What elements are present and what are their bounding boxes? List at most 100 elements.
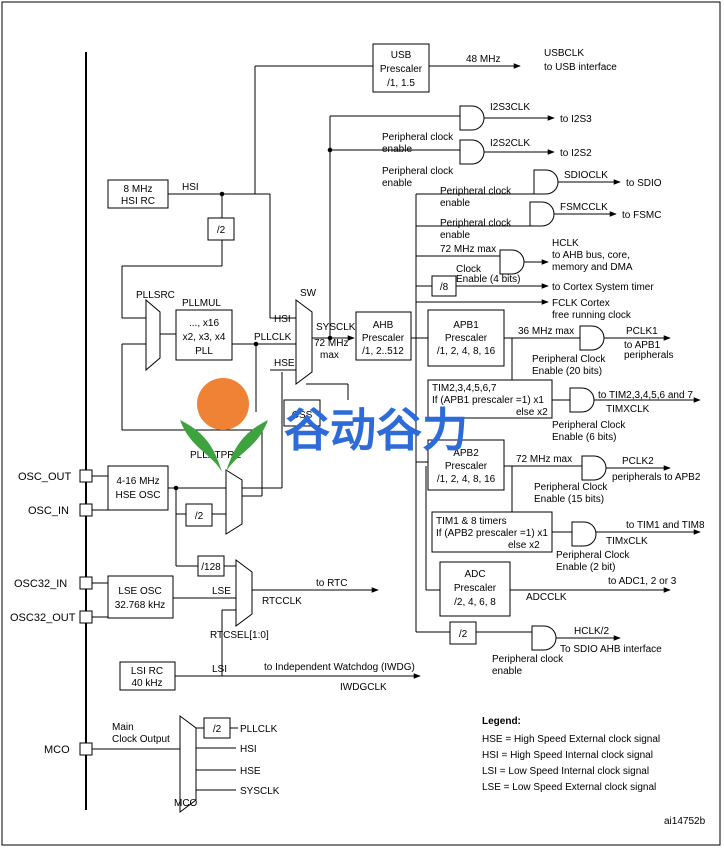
pclk1-output-line2: to APB1 — [624, 340, 661, 351]
legend-lsi: LSI = Low Speed Internal clock signal — [482, 766, 649, 777]
osc-out-pin — [79, 469, 93, 483]
sdioclk-label: SDIOCLK — [564, 170, 608, 181]
lsi-label: LSI — [212, 664, 227, 675]
apb1-prescaler-box — [427, 309, 505, 367]
mco-div2-label: /2 — [213, 724, 222, 735]
hclk-output-line3: memory and DMA — [552, 262, 633, 273]
watermark-logo — [180, 378, 268, 472]
pllxtpre-mux — [225, 469, 243, 535]
usbclk-label: USBCLK — [544, 48, 584, 59]
fclk-line1: FCLK Cortex — [552, 298, 610, 309]
iwdgclk-label: IWDGCLK — [340, 682, 387, 693]
pce-i2s3-line1: Peripheral clock — [382, 132, 454, 143]
tim1-8-line1: TIM1 & 8 timers — [436, 516, 507, 527]
pclk2-and-gate — [581, 455, 607, 481]
fsmc-output: to FSMC — [622, 210, 661, 221]
legend-title: Legend: — [482, 716, 521, 727]
apb2-max-label: 72 MHz max — [516, 454, 572, 465]
pllclk-label: PLLCLK — [254, 332, 292, 343]
rtc-output: to RTC — [316, 578, 348, 589]
i2s3-and-gate — [459, 105, 485, 131]
osc-out-label: OSC_OUT — [18, 471, 71, 483]
hse-osc-box — [107, 465, 169, 511]
ahb-line2: Prescaler — [362, 333, 405, 344]
pllsrc-mux — [145, 298, 161, 372]
usb-line1: USB — [391, 50, 412, 61]
apb1-max-label: 36 MHz max — [518, 326, 574, 337]
tim2-7-line2: If (APB1 prescaler =1) x1 — [432, 395, 544, 406]
hse-div128-label: /128 — [201, 562, 221, 573]
tim2-7-line3: else x2 — [516, 407, 548, 418]
osc32-in-pin — [79, 576, 93, 590]
sdio-ahb-div2-box — [449, 621, 477, 645]
apb1-line3: /1, 2, 4, 8, 16 — [437, 346, 496, 357]
pce-i2s3-line2: enable — [382, 144, 412, 155]
pce-pclk1-line1: Peripheral Clock — [532, 354, 606, 365]
mco-pin — [79, 742, 93, 756]
hsi-rc-box — [107, 179, 169, 209]
mco-input-hse: HSE — [240, 766, 261, 777]
logo-left-leaf — [180, 420, 222, 472]
usb-prescaler-box — [372, 43, 430, 93]
clock-enable-line2: Enable (4 bits) — [456, 274, 520, 285]
css-label: CSS — [292, 410, 313, 421]
lse-osc-box — [107, 575, 174, 619]
pclk1-output-line3: peripherals — [624, 350, 673, 361]
rtcclk-label: RTCCLK — [262, 596, 302, 607]
figure-id: ai14752b — [664, 816, 706, 827]
timxclk-label: TIMXCLK — [606, 404, 650, 415]
pce-timx-line1: Peripheral Clock — [552, 420, 626, 431]
hsi-rc-line1: 8 MHz — [124, 184, 153, 195]
usb-output: to USB interface — [544, 62, 617, 73]
adc-line1: ADC — [464, 569, 485, 580]
hclk-and-gate — [499, 249, 525, 275]
adc-output: to ADC1, 2 or 3 — [608, 576, 677, 587]
hclk-output-line2: to AHB bus, core, — [552, 250, 630, 261]
fsmcclk-label: FSMCCLK — [560, 202, 608, 213]
fclk-line2: free running clock — [552, 310, 632, 321]
tim2-7-multiplier-box — [427, 379, 553, 419]
osc32-out-label: OSC32_OUT — [10, 612, 76, 624]
timxclk-and-gate — [569, 387, 595, 413]
i2s3-output: to I2S3 — [560, 114, 592, 125]
ahb-prescaler-box — [355, 311, 412, 361]
mco-input-sysclk: SYSCLK — [240, 786, 280, 797]
main-clock-output-line1: Main — [112, 722, 134, 733]
hsi-div2-label: /2 — [217, 225, 226, 236]
ahb-line1: AHB — [373, 320, 394, 331]
sysclk-label: SYSCLK — [316, 322, 356, 333]
lsi-rc-line1: LSI RC — [131, 666, 163, 677]
rtcsel-label: RTCSEL[1:0] — [210, 630, 269, 641]
cortex-timer-output: to Cortex System timer — [552, 282, 654, 293]
adc-line2: Prescaler — [454, 583, 497, 594]
clock-enable-line1: Clock — [456, 264, 482, 275]
usb-line2: Prescaler — [380, 64, 423, 75]
usb-line3: /1, 1.5 — [387, 78, 415, 89]
hse-div2-box — [185, 503, 213, 527]
lsi-rc-line2: 40 kHz — [131, 678, 162, 689]
sw-label: SW — [300, 288, 317, 299]
hsi-sw-label: HSI — [274, 314, 291, 325]
pce-timx-line2: Enable (6 bits) — [552, 432, 616, 443]
mco-mux-label: MCO — [174, 798, 198, 809]
iwdg-output: to Independent Watchdog (IWDG) — [264, 662, 415, 673]
osc-in-pin — [79, 503, 93, 517]
hsi-label: HSI — [182, 182, 199, 193]
lse-osc-line2: 32.768 kHz — [115, 600, 166, 611]
apb1-line1: APB1 — [453, 320, 479, 331]
apb2-line2: Prescaler — [445, 461, 488, 472]
pce-tim18-line1: Peripheral Clock — [556, 550, 630, 561]
hclk-label: HCLK — [552, 238, 579, 249]
i2s2-output: to I2S2 — [560, 148, 592, 159]
timxclk-output: to TIM2,3,4,5,6 and 7 — [598, 390, 693, 401]
cortex-div8-label: /8 — [440, 282, 449, 293]
pllmul-label: PLLMUL — [182, 298, 221, 309]
adcclk-label: ADCCLK — [526, 592, 567, 603]
sdio-output: to SDIO — [626, 178, 662, 189]
lse-osc-line1: LSE OSC — [118, 586, 161, 597]
adc-line3: /2, 4, 6, 8 — [454, 597, 496, 608]
sdio-ahb-div2-label: /2 — [459, 629, 468, 640]
apb2-line3: /1, 2, 4, 8, 16 — [437, 474, 496, 485]
logo-sun — [197, 378, 249, 430]
